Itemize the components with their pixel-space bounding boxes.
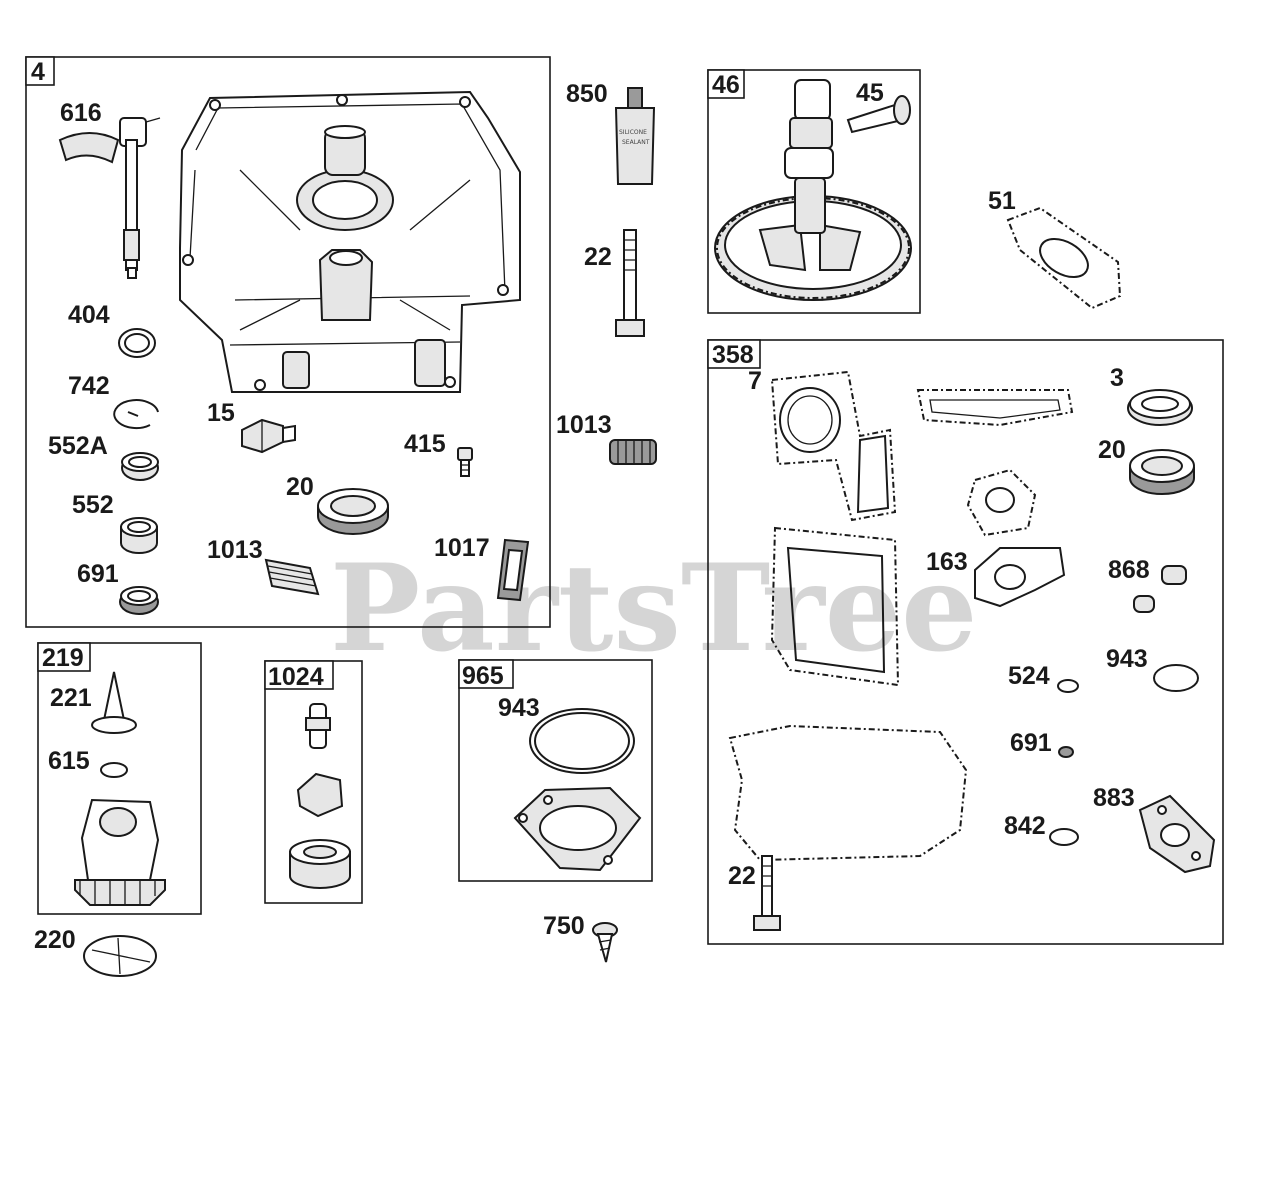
label-850: 850 [566, 80, 608, 108]
sensor-1017 [496, 538, 530, 602]
governor-shaft-616 [58, 117, 161, 279]
label-51: 51 [988, 187, 1016, 215]
label-883: 883 [1093, 784, 1135, 812]
o-ring-943-box358 [1153, 664, 1199, 692]
oil-pump-parts-1024 [289, 703, 351, 889]
box-tag-4: 4 [31, 58, 45, 86]
fitting-415 [457, 447, 473, 477]
pin-45 [846, 95, 911, 134]
group-box-4: 4 [25, 56, 551, 628]
o-ring-842 [1049, 828, 1079, 846]
seal-691-box358 [1058, 746, 1074, 758]
group-box-965: 965 [458, 659, 653, 882]
washer-220 [83, 935, 157, 977]
group-box-358: 358 [707, 339, 1224, 945]
sump-gasket [728, 724, 968, 862]
tube-text-2: SEALANT [622, 139, 650, 146]
label-22-loose: 22 [584, 243, 612, 271]
label-842: 842 [1004, 812, 1046, 840]
label-163: 163 [926, 548, 968, 576]
spring-1013-box4 [264, 558, 320, 596]
label-15: 15 [207, 399, 235, 427]
intake-spacer-883 [1138, 794, 1216, 874]
label-691-box358: 691 [1010, 729, 1052, 757]
gasket-163 [974, 547, 1066, 608]
label-552A: 552A [48, 432, 108, 460]
label-20-box4: 20 [286, 473, 314, 501]
label-524: 524 [1008, 662, 1050, 690]
bolt-22-loose [615, 229, 645, 337]
box-tag-358: 358 [712, 341, 754, 369]
label-45: 45 [856, 79, 884, 107]
label-616: 616 [60, 99, 102, 127]
ring-615 [100, 762, 128, 778]
label-404: 404 [68, 301, 110, 329]
label-1013-box4: 1013 [207, 536, 263, 564]
screw-750 [592, 922, 618, 963]
watermark: PartsTree [330, 538, 977, 679]
camshaft-gear-drawing [714, 79, 912, 301]
label-615: 615 [48, 747, 90, 775]
label-3: 3 [1110, 364, 1124, 392]
valve-cover-gasket [770, 526, 900, 687]
bolt-22-box358 [753, 855, 781, 931]
gasket-center-small [966, 468, 1037, 537]
governor-gear-assembly [74, 798, 166, 906]
dowel-868 [1133, 565, 1187, 613]
label-943-box358: 943 [1106, 645, 1148, 673]
plug-15 [241, 418, 296, 454]
tube-text-1: SILICONE [619, 129, 647, 136]
bushing-552A [121, 452, 159, 481]
o-ring-524 [1057, 679, 1079, 693]
box-tag-1024: 1024 [268, 663, 324, 691]
group-box-219: 219 [37, 642, 202, 915]
e-clip-742 [113, 399, 159, 430]
head-gasket-7 [770, 370, 897, 522]
spring-1013-loose [609, 439, 657, 465]
label-943-box965: 943 [498, 694, 540, 722]
washer-404 [118, 328, 156, 358]
seal-3 [1127, 389, 1193, 426]
seal-691-left [119, 586, 159, 615]
label-868: 868 [1108, 556, 1150, 584]
label-750: 750 [543, 912, 585, 940]
gasket-top-center [916, 389, 1074, 427]
seal-20-box358 [1129, 449, 1195, 495]
label-22-box358: 22 [728, 862, 756, 890]
box-tag-46: 46 [712, 71, 740, 99]
label-220: 220 [34, 926, 76, 954]
sealant-tube-850: SILICONE SEALANT [614, 87, 656, 185]
label-1017: 1017 [434, 534, 490, 562]
bushing-552 [120, 517, 158, 554]
label-7: 7 [748, 367, 762, 395]
label-20-box358: 20 [1098, 436, 1126, 464]
gasket-51 [1006, 206, 1122, 310]
box-tag-965: 965 [462, 662, 504, 690]
crankcase-sump-drawing [179, 90, 521, 393]
label-415: 415 [404, 430, 446, 458]
label-691-left: 691 [77, 560, 119, 588]
filter-cover-965 [513, 786, 642, 872]
group-box-1024: 1024 [264, 660, 363, 904]
box-tag-219: 219 [42, 644, 84, 672]
label-1013-loose: 1013 [556, 411, 612, 439]
label-742: 742 [68, 372, 110, 400]
seal-20-box4 [317, 488, 389, 535]
o-ring-943-box965 [529, 708, 635, 774]
label-221: 221 [50, 684, 92, 712]
pin-221 [91, 671, 137, 734]
label-552: 552 [72, 491, 114, 519]
group-box-46: 46 [707, 69, 921, 314]
